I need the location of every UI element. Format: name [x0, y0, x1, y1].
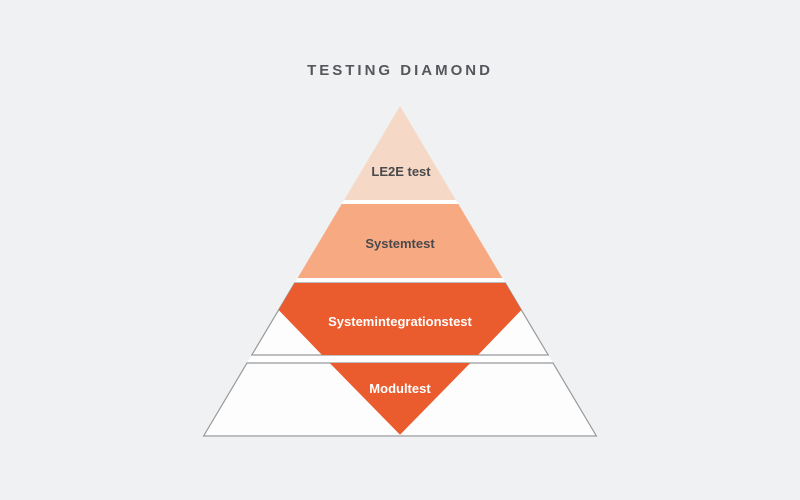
- layer-modultest-shape: [329, 363, 471, 435]
- page-title: TESTING DIAMOND: [307, 62, 493, 79]
- layer-systemtest-label: Systemtest: [365, 236, 435, 251]
- layer-le2e-shape: [344, 106, 456, 200]
- layer-systemintegrationstest-shape: [278, 283, 522, 355]
- layer-systemintegrationstest-label: Systemintegrationstest: [328, 314, 472, 329]
- layer-le2e-label: LE2E test: [371, 164, 431, 179]
- layer-modultest-label: Modultest: [369, 381, 431, 396]
- layer-systemtest-shape: [297, 204, 503, 278]
